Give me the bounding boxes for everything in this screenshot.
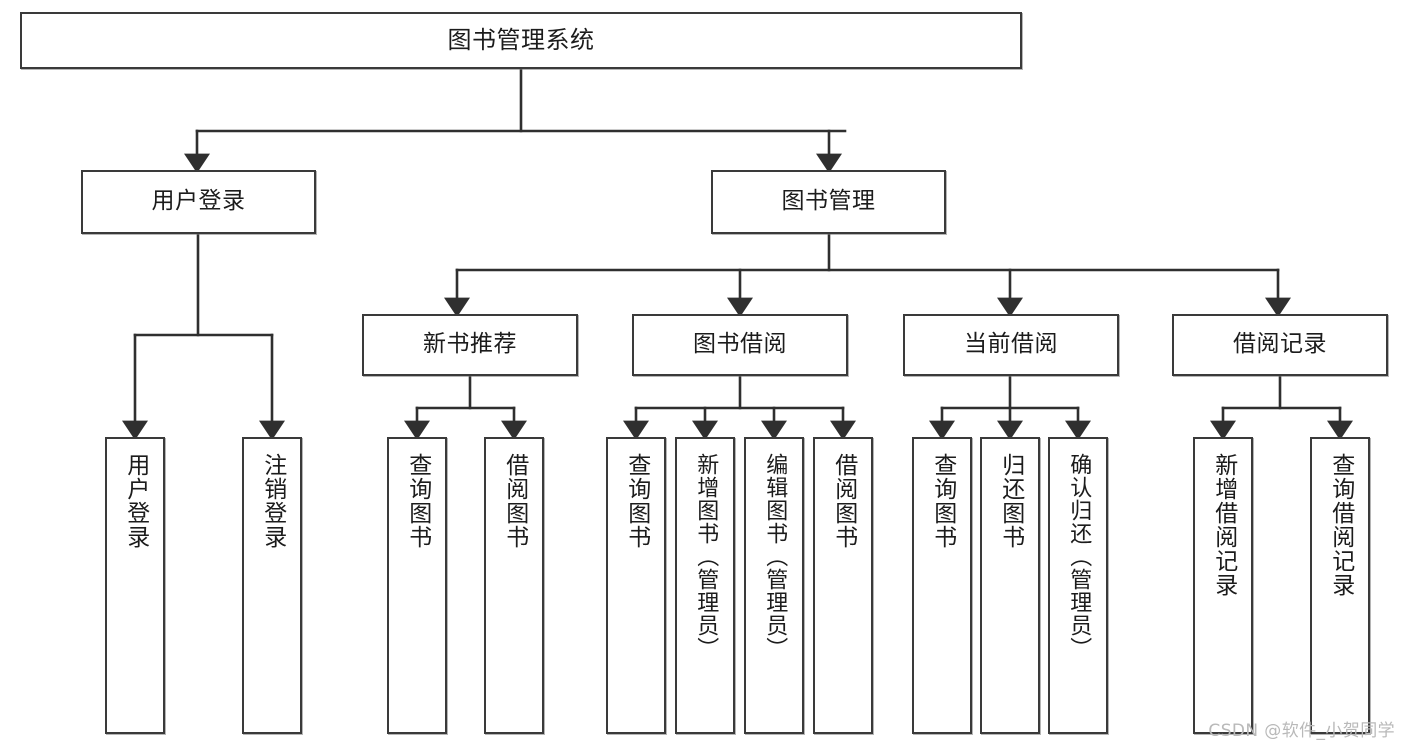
leaf-current-borrow-return[interactable]: 归还图书 (980, 437, 1040, 734)
leaf-book-borrow-borrow[interactable]: 借阅图书 (813, 437, 873, 734)
node-label: 借阅图书 (501, 453, 528, 549)
node-label: 当前借阅 (964, 331, 1058, 358)
node-label: 新增借阅记录 (1210, 453, 1237, 597)
node-label: 编辑图书（管理员） (762, 453, 788, 660)
node-label: 注销登录 (259, 453, 286, 549)
node-label: 用户登录 (151, 188, 246, 215)
node-label: 查询图书 (929, 453, 956, 549)
node-label: 用户登录 (122, 453, 149, 549)
node-label: 借阅图书 (830, 453, 857, 549)
leaf-book-borrow-edit[interactable]: 编辑图书（管理员） (744, 437, 804, 734)
node-label: 图书管理系统 (447, 26, 595, 55)
node-borrow-record[interactable]: 借阅记录 (1172, 314, 1388, 376)
leaf-user-login-logout[interactable]: 注销登录 (242, 437, 302, 734)
leaf-current-borrow-search[interactable]: 查询图书 (912, 437, 972, 734)
node-root-system[interactable]: 图书管理系统 (20, 12, 1022, 69)
node-label: 确认归还（管理员） (1066, 453, 1092, 660)
node-label: 查询图书 (404, 453, 431, 549)
node-book-borrow[interactable]: 图书借阅 (632, 314, 848, 376)
node-label: 图书借阅 (693, 331, 787, 358)
node-book-management[interactable]: 图书管理 (711, 170, 946, 234)
node-current-borrow[interactable]: 当前借阅 (903, 314, 1119, 376)
node-label: 归还图书 (997, 453, 1024, 549)
node-label: 图书管理 (781, 188, 876, 215)
node-label: 新增图书（管理员） (693, 453, 719, 660)
node-label: 新书推荐 (423, 331, 517, 358)
leaf-borrow-record-add[interactable]: 新增借阅记录 (1193, 437, 1253, 734)
watermark-text: CSDN @软件_小贺同学 (1208, 721, 1395, 741)
leaf-user-login-login[interactable]: 用户登录 (105, 437, 165, 734)
node-new-book-recommend[interactable]: 新书推荐 (362, 314, 578, 376)
node-label: 查询借阅记录 (1327, 453, 1354, 597)
leaf-new-book-borrow[interactable]: 借阅图书 (484, 437, 544, 734)
node-label: 借阅记录 (1233, 331, 1327, 358)
node-label: 查询图书 (623, 453, 650, 549)
leaf-new-book-search[interactable]: 查询图书 (387, 437, 447, 734)
leaf-current-borrow-confirm[interactable]: 确认归还（管理员） (1048, 437, 1108, 734)
leaf-borrow-record-search[interactable]: 查询借阅记录 (1310, 437, 1370, 734)
leaf-book-borrow-search[interactable]: 查询图书 (606, 437, 666, 734)
node-user-login[interactable]: 用户登录 (81, 170, 316, 234)
leaf-book-borrow-add[interactable]: 新增图书（管理员） (675, 437, 735, 734)
